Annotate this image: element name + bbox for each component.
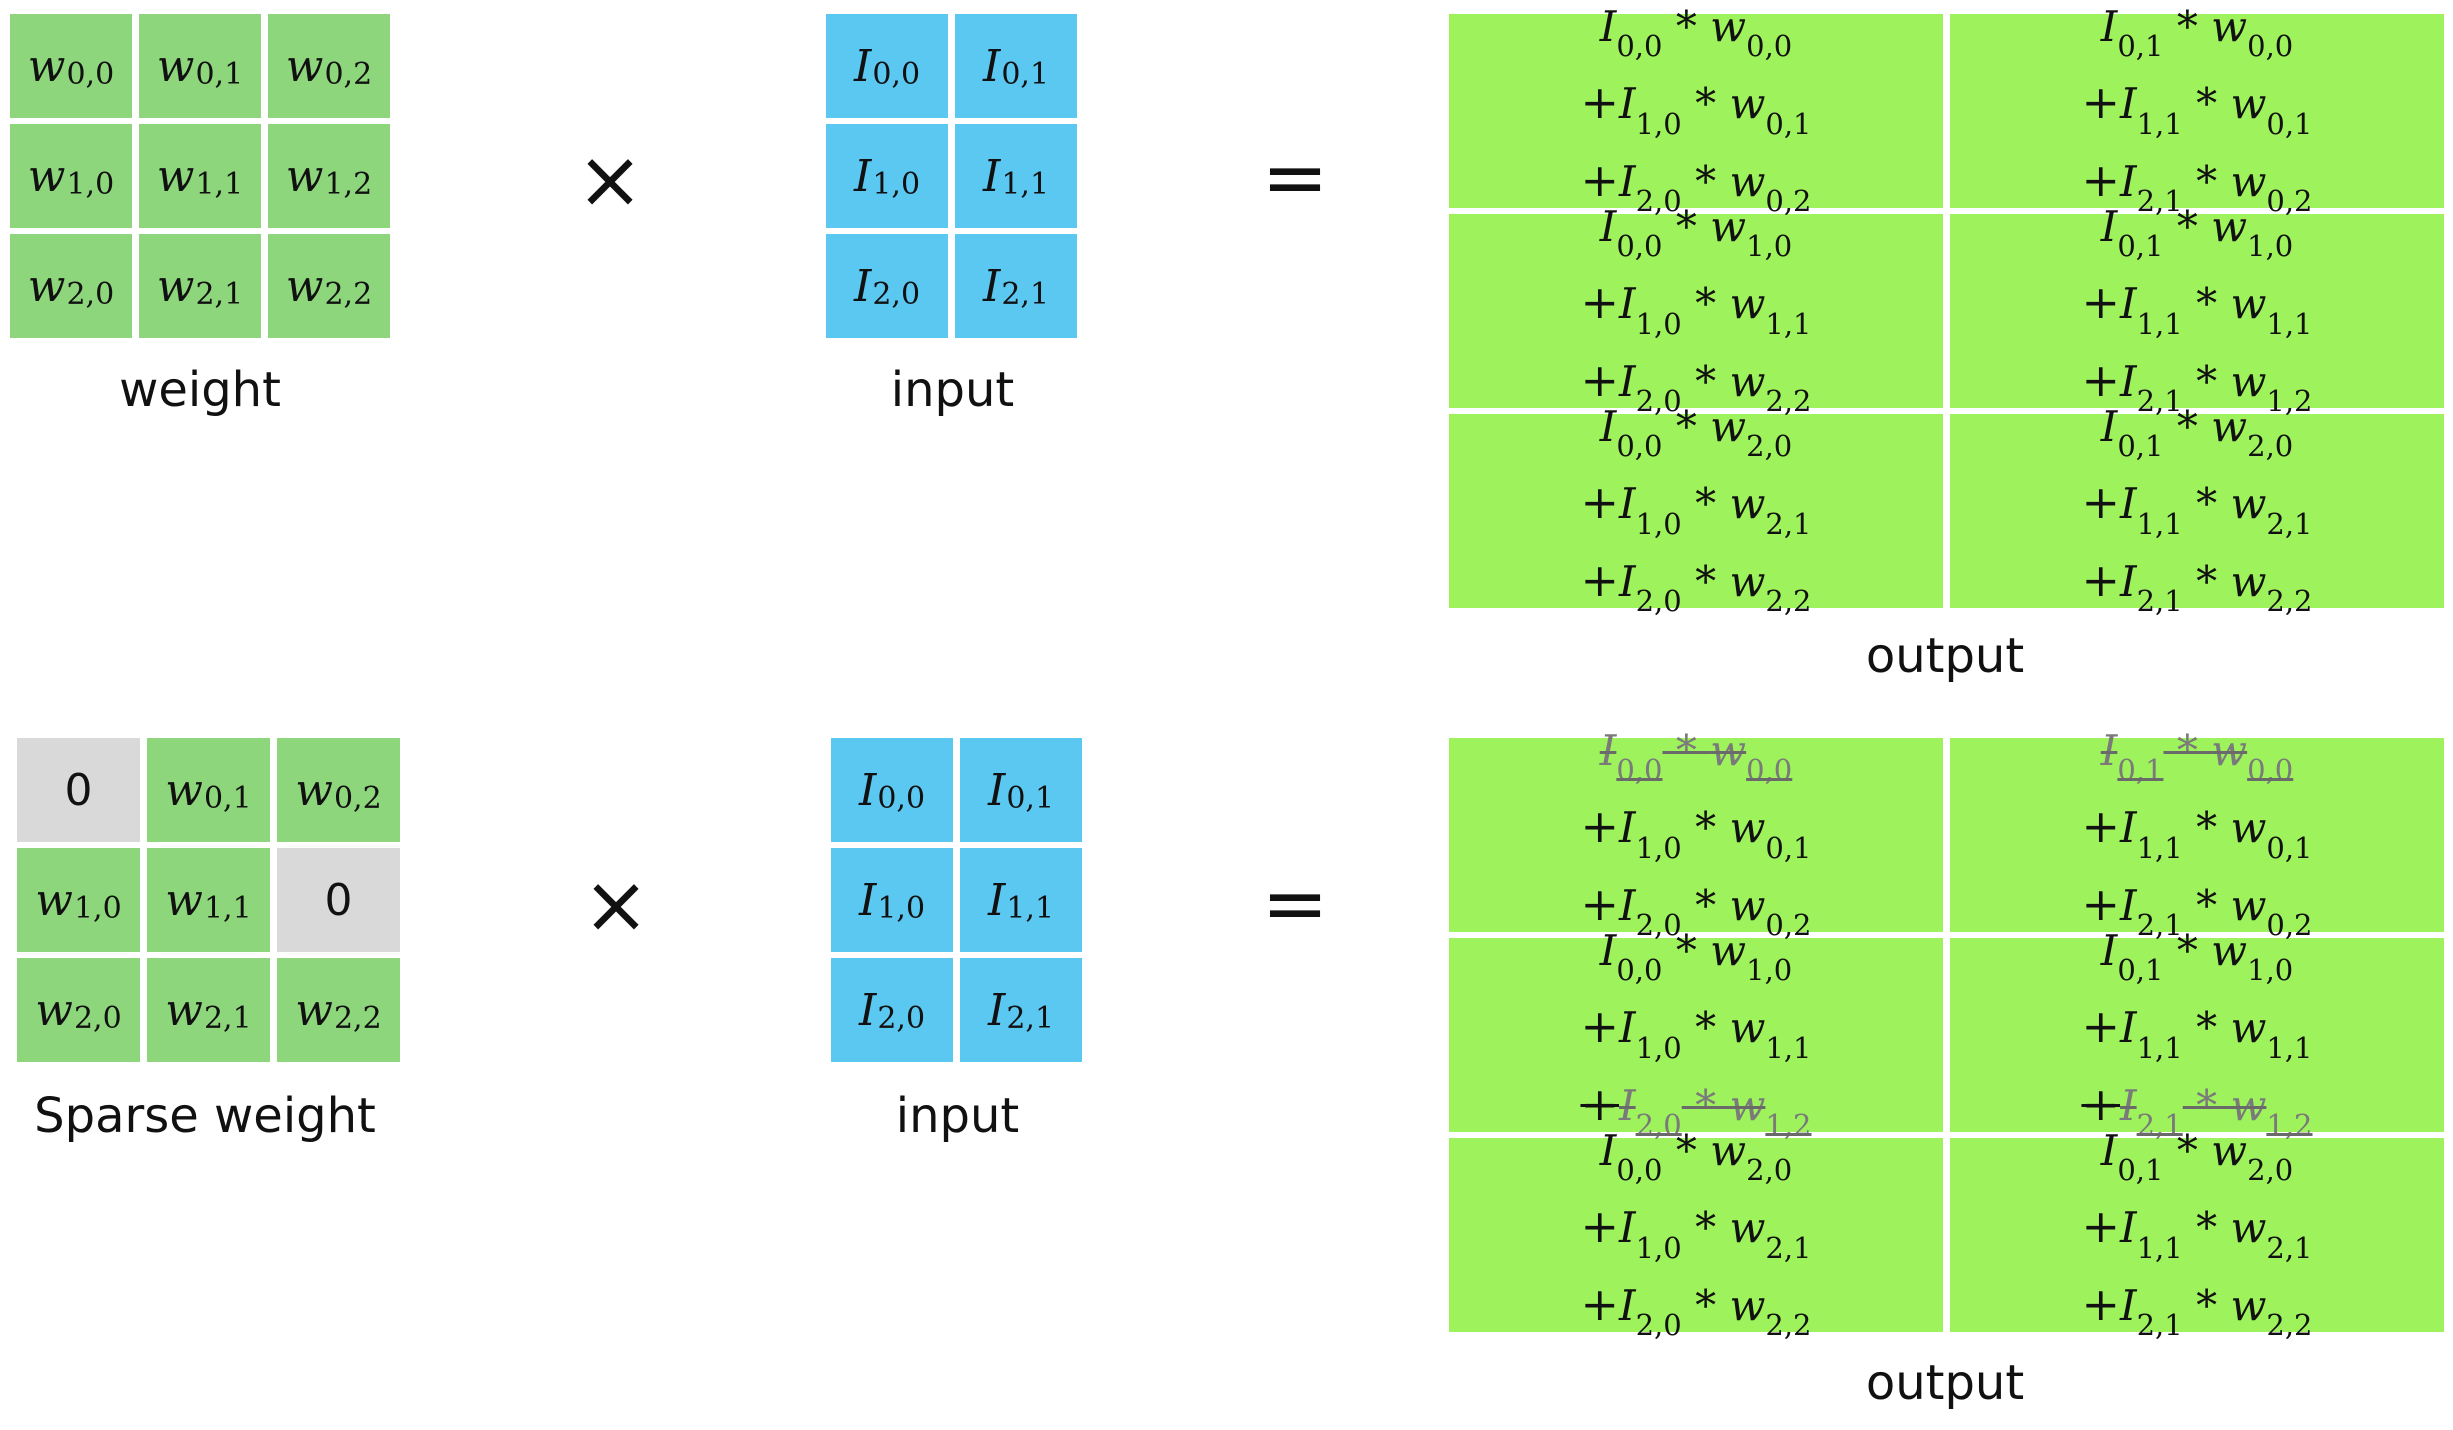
output-term: +I1,1 * w0,1 xyxy=(2081,799,2313,865)
output-term: I0,0 * w1,0 xyxy=(1599,201,1793,264)
output-cell: I0,0 * w0,0 +I1,0 * w0,1 +I2,0 * w0,2 xyxy=(1449,2,1943,218)
output-cell: I0,1 * w0,0 +I1,1 * w0,1 +I2,1 * w0,2 xyxy=(1950,2,2444,218)
output-cell: I0,1 * w1,0 +I1,1 * w1,1 +I2,1 * w1,2 xyxy=(1950,202,2444,418)
output-term: +I2,1 * w2,2 xyxy=(2081,1276,2313,1343)
output-term: I0,1 * w0,0 xyxy=(2100,1,2294,64)
output-cell: I0,0 * w1,0 +I1,0 * w1,1 +I2,0 * w1,2 xyxy=(1449,926,1943,1142)
output-term: +I2,0 * w0,2 xyxy=(1580,152,1812,219)
output-term: +I1,0 * w0,1 xyxy=(1580,75,1812,141)
output-label: output xyxy=(1865,628,2025,684)
output-term: +I1,0 * w2,1 xyxy=(1580,1199,1812,1265)
struck-term: +I2,1 * w1,2 xyxy=(2081,1076,2313,1143)
output-term: I0,0 * w2,0 xyxy=(1599,1125,1793,1188)
output-term: +I1,1 * w1,1 xyxy=(2081,999,2313,1065)
output-cell: I0,1 * w2,0 +I1,1 * w2,1 +I2,1 * w2,2 xyxy=(1950,1126,2444,1342)
output-term: +I1,1 * w2,1 xyxy=(2081,1199,2313,1265)
output-term: +I1,0 * w0,1 xyxy=(1580,799,1812,865)
output-term: I0,1 * w1,0 xyxy=(2100,201,2294,264)
output-term: +I1,0 * w1,1 xyxy=(1580,275,1812,341)
output-term: I0,1 * w1,0 xyxy=(2100,925,2294,988)
sparse-weight-cell: 0 xyxy=(17,738,140,842)
output-term: +I2,1 * w2,2 xyxy=(2081,552,2313,619)
equals-operator-bottom: = xyxy=(1261,857,1329,950)
output-label-bottom: output xyxy=(1865,1355,2025,1411)
output-term: +I1,1 * w0,1 xyxy=(2081,75,2313,141)
output-term: +I2,1 * w1,2 xyxy=(2081,352,2313,419)
output-cell: I0,0 * w2,0 +I1,0 * w2,1 +I2,0 * w2,2 xyxy=(1449,1126,1943,1342)
sparse-weight-cell: 0 xyxy=(277,848,400,952)
output-cell: I0,1 * w1,0 +I1,1 * w1,1 +I2,1 * w1,2 xyxy=(1950,926,2444,1142)
output-term: I0,1 * w2,0 xyxy=(2100,401,2294,464)
output-term: +I1,1 * w1,1 xyxy=(2081,275,2313,341)
output-term: I0,1 * w2,0 xyxy=(2100,1125,2294,1188)
output-term: +I1,1 * w2,1 xyxy=(2081,475,2313,541)
output-cell: I0,1 * w2,0 +I1,1 * w2,1 +I2,1 * w2,2 xyxy=(1950,402,2444,618)
output-term: +I2,0 * w2,2 xyxy=(1580,352,1812,419)
output-term: +I2,0 * w2,2 xyxy=(1580,552,1812,619)
output-term: I0,0 * w2,0 xyxy=(1599,401,1793,464)
output-cell: I0,0 * w1,0 +I1,0 * w1,1 +I2,0 * w2,2 xyxy=(1449,202,1943,418)
weight-label: weight xyxy=(119,362,281,418)
output-term: +I2,0 * w0,2 xyxy=(1580,876,1812,943)
output-cell: I0,0 * w2,0 +I1,0 * w2,1 +I2,0 * w2,2 xyxy=(1449,402,1943,618)
struck-term: +I2,0 * w1,2 xyxy=(1580,1076,1812,1143)
output-term: +I2,1 * w0,2 xyxy=(2081,876,2313,943)
output-term: +I2,1 * w0,2 xyxy=(2081,152,2313,219)
sparse-weight-label: Sparse weight xyxy=(34,1088,376,1144)
output-term: +I1,0 * w1,1 xyxy=(1580,999,1812,1065)
struck-term: I0,0 * w0,0 xyxy=(1599,725,1793,788)
output-cell: I0,0 * w0,0 +I1,0 * w0,1 +I2,0 * w0,2 xyxy=(1449,726,1943,942)
times-operator-bottom: × xyxy=(582,858,650,951)
times-operator: × xyxy=(576,133,644,226)
equals-operator: = xyxy=(1261,131,1329,224)
output-term: I0,0 * w0,0 xyxy=(1599,1,1793,64)
output-term: +I1,0 * w2,1 xyxy=(1580,475,1812,541)
input-label-bottom: input xyxy=(895,1088,1020,1144)
output-term: I0,0 * w1,0 xyxy=(1599,925,1793,988)
struck-term: I0,1 * w0,0 xyxy=(2100,725,2294,788)
output-cell: I0,1 * w0,0 +I1,1 * w0,1 +I2,1 * w0,2 xyxy=(1950,726,2444,942)
input-label: input xyxy=(890,362,1015,418)
output-term: +I2,0 * w2,2 xyxy=(1580,1276,1812,1343)
